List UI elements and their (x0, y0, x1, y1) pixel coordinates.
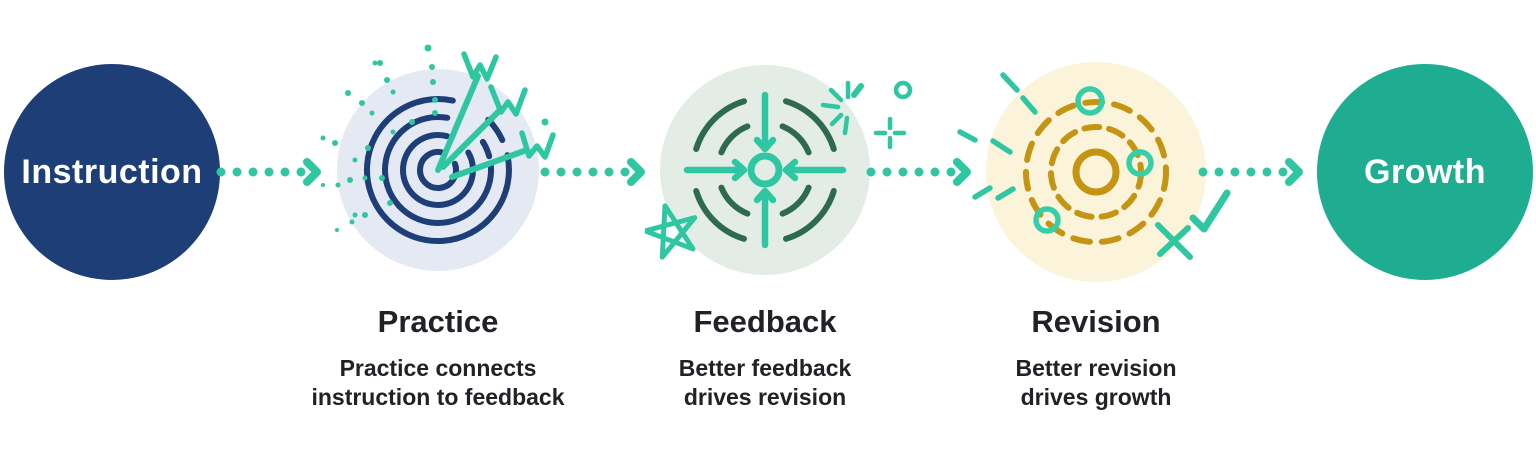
dartboard-rings-icon (363, 96, 512, 245)
arrow-dots (1198, 167, 1288, 177)
dotted-arrow-icon (216, 158, 321, 186)
revision-description: Better revision drives growth (1015, 355, 1177, 410)
arrow-dots (866, 167, 956, 177)
converging-arrows-target-icon (645, 65, 913, 275)
radiating-dashes-icon (957, 72, 1038, 201)
dotted-arrow-icon (540, 158, 645, 186)
practice-step-label: Practice Practice connects instruction t… (258, 304, 618, 412)
node-growth: Growth (1317, 64, 1533, 280)
x-mark-icon (1155, 222, 1193, 260)
plus-crosshair-icon (873, 116, 907, 150)
arrow-head-icon (953, 158, 971, 186)
orbit-node-rings-icon (1033, 86, 1154, 234)
arrow-head-icon (303, 158, 321, 186)
instruction-label: Instruction (21, 152, 203, 191)
dartboard-target-with-darts-icon (320, 44, 556, 271)
star-doodle-icon (645, 203, 698, 260)
node-instruction: Instruction (4, 64, 220, 280)
dotted-arrow-icon (866, 158, 971, 186)
target-arcs-icon (693, 98, 837, 242)
arrow-dots (216, 167, 306, 177)
arrow-head-icon (1285, 158, 1303, 186)
growth-label: Growth (1364, 152, 1486, 191)
revision-step-label: Revision Better revision drives growth (916, 304, 1276, 412)
converging-arrows-icon (683, 91, 847, 249)
revision-circle-background (986, 62, 1206, 282)
practice-description: Practice connects instruction to feedbac… (311, 355, 565, 410)
dashed-orbit-circles-icon (957, 62, 1231, 282)
arrow-head-icon (627, 158, 645, 186)
feedback-title: Feedback (693, 304, 837, 339)
scatter-dots-icon (320, 44, 549, 232)
revision-title: Revision (1031, 304, 1161, 339)
feedback-step-label: Feedback Better feedback drives revision (585, 304, 945, 412)
feedback-description: Better feedback drives revision (678, 355, 852, 410)
sparkle-burst-icon (820, 80, 864, 136)
arrow-dots (540, 167, 630, 177)
dotted-arrow-icon (1198, 158, 1303, 186)
target-center-icon (747, 152, 783, 188)
darts-icon (435, 51, 556, 180)
small-ring-icon (893, 80, 913, 100)
practice-title: Practice (377, 304, 499, 339)
check-mark-icon (1189, 189, 1231, 233)
